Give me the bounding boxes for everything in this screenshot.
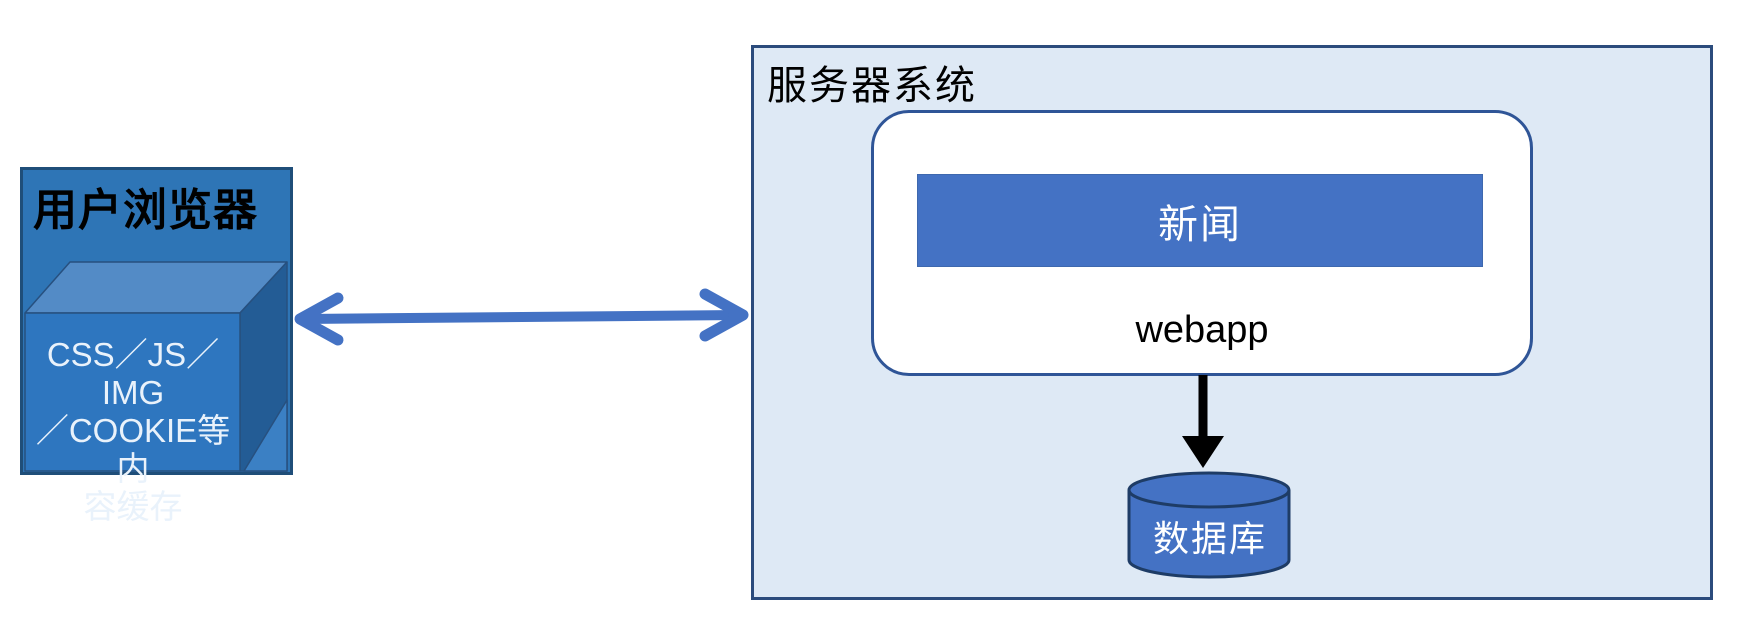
cube-side-highlight: [243, 399, 288, 472]
bidirectional-arrow-left-head: [294, 292, 344, 346]
webapp-label: webapp: [1135, 309, 1269, 351]
cache-label-line: CSS／JS／IMG: [46, 336, 220, 411]
database-cylinder-top: [1127, 471, 1291, 509]
cube-front-face: [24, 312, 241, 472]
cache-label: CSS／JS／IMG ／COOKIE等内 容缓存: [23, 336, 243, 526]
browser-box: 用户浏览器 CSS／JS／IMG ／COOKIE等内 容缓存: [20, 167, 293, 525]
down-arrow-icon: [1182, 375, 1224, 468]
bidirectional-arrow-shaft: [299, 310, 745, 324]
server-title: 服务器系统: [767, 64, 977, 108]
cache-label-line: ／COOKIE等内: [35, 412, 231, 487]
webapp-container: 新闻 webapp: [871, 110, 1533, 376]
browser-title: 用户浏览器: [33, 186, 258, 235]
cache-cube-icon: [24, 261, 288, 472]
database-cylinder-icon: [1127, 471, 1291, 579]
down-arrow-head: [1182, 436, 1224, 468]
cache-label-line: 容缓存: [83, 488, 183, 525]
news-app-block: 新闻: [917, 174, 1483, 267]
news-app-label: 新闻: [1158, 202, 1242, 247]
database-cylinder-body: [1127, 490, 1291, 579]
bidirectional-arrow-icon: [294, 288, 749, 346]
bidirectional-arrow-right-head: [699, 288, 749, 342]
database-label: 数据库: [1152, 518, 1267, 559]
